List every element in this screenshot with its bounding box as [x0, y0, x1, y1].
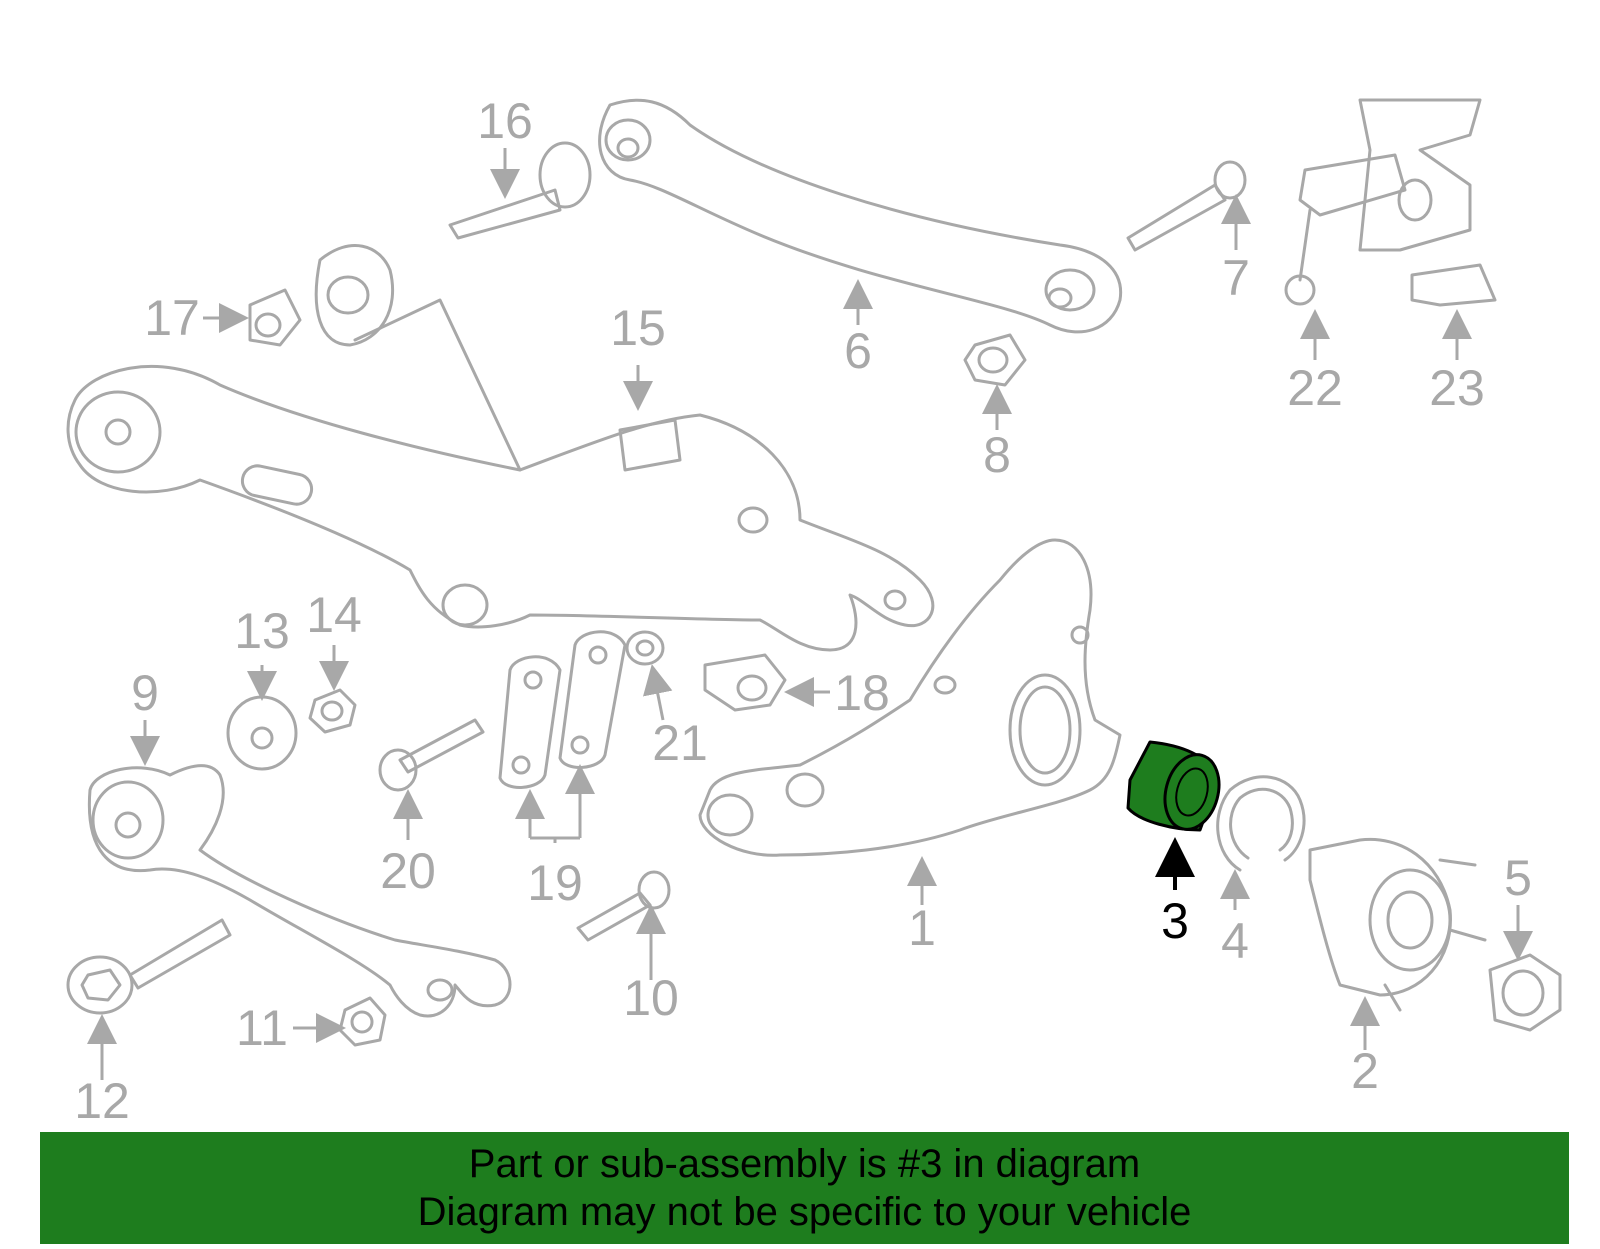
callout-18: 18: [834, 665, 890, 721]
callout-5: 5: [1504, 850, 1532, 906]
part-6-upper-arm: [598, 98, 1123, 334]
callout-9: 9: [131, 665, 159, 721]
callout-14: 14: [306, 587, 362, 643]
part-8-nut: [963, 333, 1027, 387]
part-11-nut: [338, 996, 387, 1047]
part-19-plates: [498, 630, 627, 789]
callout-2: 2: [1351, 1043, 1379, 1099]
part-22-link: [1284, 153, 1407, 306]
part-14-nut: [308, 688, 357, 734]
part-13-washer: [226, 695, 298, 771]
callout-12: 12: [74, 1073, 130, 1129]
callout-7: 7: [1222, 250, 1250, 306]
part-20-bolt: [378, 718, 485, 792]
part-15-subframe: [66, 244, 935, 652]
banner-line-2: Diagram may not be specific to your vehi…: [417, 1190, 1192, 1234]
part-23-clip: [1410, 263, 1497, 307]
callout-22: 22: [1287, 360, 1343, 416]
callout-23: 23: [1429, 360, 1485, 416]
callout-20: 20: [380, 843, 436, 899]
callout-8: 8: [983, 427, 1011, 483]
callout-10: 10: [623, 970, 679, 1026]
part-17-nut: [248, 288, 302, 347]
callout-arrows: [87, 148, 1533, 1080]
callout-21: 21: [652, 715, 708, 771]
parts-diagram: 1 2 3 4 5 6 7 8 9 10 11 12 13 14 15 16 1…: [66, 93, 1562, 1129]
callout-1: 1: [908, 900, 936, 956]
part-7-bolt: [1126, 160, 1247, 252]
callout-4: 4: [1221, 913, 1249, 969]
info-banner: Part or sub-assembly is #3 in diagram Di…: [40, 1132, 1569, 1244]
part-12-bolt: [66, 918, 232, 1015]
part-9-lower-arm: [87, 764, 512, 1018]
part-5-nut: [1488, 953, 1562, 1032]
callout-6: 6: [844, 323, 872, 379]
part-2-hub: [1308, 837, 1487, 1012]
bracket-sensor: [1358, 98, 1482, 252]
part-10-bolt: [576, 870, 671, 942]
part-4-snap-ring: [1216, 775, 1306, 872]
part-21-nut: [625, 630, 665, 666]
callout-13: 13: [234, 603, 290, 659]
callout-19: 19: [527, 855, 583, 911]
callout-3: 3: [1161, 893, 1189, 949]
callout-15: 15: [610, 300, 666, 356]
callout-16: 16: [477, 93, 533, 149]
callout-11: 11: [236, 1000, 288, 1056]
part-3-bushing-highlighted: [1126, 740, 1221, 832]
callout-labels: 1 2 3 4 5 6 7 8 9 10 11 12 13 14 15 16 1…: [74, 93, 1532, 1129]
part-16-bolt: [448, 141, 592, 240]
banner-line-1: Part or sub-assembly is #3 in diagram: [468, 1142, 1141, 1186]
part-1-knuckle: [698, 538, 1122, 857]
callout-17: 17: [144, 290, 200, 346]
part-18-bracket: [703, 653, 787, 712]
